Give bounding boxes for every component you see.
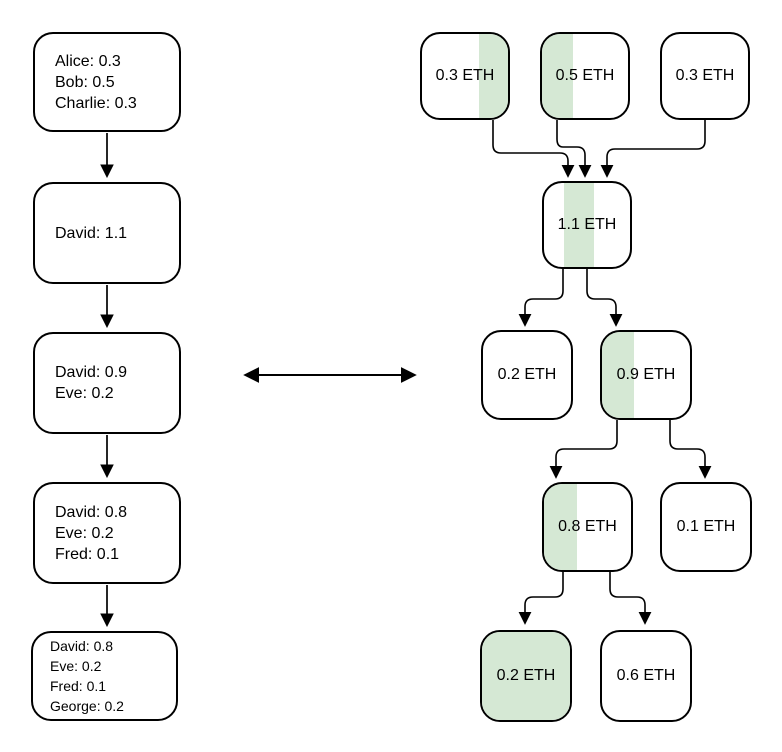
balance-line: David: 0.9	[55, 364, 128, 381]
balance-line: David: 1.1	[55, 224, 128, 242]
balance-line: Fred: 0.1	[55, 545, 120, 563]
balance-line: Eve: 0.2	[55, 524, 114, 542]
highlight-stripe	[544, 484, 577, 570]
utxo-box-input-3: 0.3 ETH	[660, 32, 750, 120]
connector-input2-to-merge	[556, 120, 592, 178]
balance-line: Fred: 0.1	[50, 678, 107, 694]
utxo-label: 0.1 ETH	[676, 518, 736, 535]
connector-0.9-to-0.8	[549, 420, 618, 479]
utxo-box-0.1: 0.1 ETH	[660, 482, 752, 572]
connector-0.8-to-0.6	[609, 572, 652, 625]
utxo-box-merged: 1.1 ETH	[542, 181, 632, 269]
balance-line: David: 0.8	[55, 503, 128, 521]
utxo-box-input-2: 0.5 ETH	[540, 32, 630, 120]
connector-0.8-to-0.2	[518, 572, 564, 625]
highlight-stripe	[542, 34, 573, 118]
highlight-stripe	[479, 34, 508, 118]
utxo-label: 0.9 ETH	[616, 366, 676, 383]
balance-line: Charlie: 0.3	[55, 94, 137, 112]
utxo-box-0.2-final: 0.2 ETH	[480, 630, 572, 722]
balance-line: George: 0.2	[50, 698, 124, 714]
account-state-box-2: David: 1.1	[33, 182, 181, 284]
balance-line: David: 0.8	[50, 638, 114, 654]
utxo-label: 1.1 ETH	[557, 216, 617, 233]
utxo-label: 0.6 ETH	[616, 667, 676, 684]
utxo-label: 0.2 ETH	[497, 366, 557, 383]
balance-line: Alice: 0.3	[55, 52, 121, 70]
utxo-label: 0.3 ETH	[675, 67, 735, 84]
balance-line: Bob: 0.5	[55, 73, 115, 91]
balance-line: Eve: 0.2	[50, 658, 102, 674]
utxo-label: 0.5 ETH	[555, 67, 615, 84]
account-state-box-5: David: 0.8 Eve: 0.2 Fred: 0.1 George: 0.…	[31, 631, 178, 721]
highlight-stripe	[482, 632, 570, 720]
utxo-box-0.8: 0.8 ETH	[542, 482, 633, 572]
connector-0.9-to-0.1	[669, 420, 712, 479]
highlight-stripe	[564, 183, 594, 267]
utxo-box-0.6: 0.6 ETH	[600, 630, 692, 722]
connector-input1-to-merge	[492, 120, 575, 178]
utxo-label: 0.2 ETH	[496, 667, 556, 684]
utxo-label: 0.3 ETH	[435, 67, 495, 84]
highlight-stripe	[602, 332, 634, 418]
balance-line: Eve: 0.2	[55, 385, 114, 402]
connector-merge-to-0.9	[586, 269, 623, 327]
connector-merge-to-0.2	[518, 269, 564, 327]
utxo-label: 0.8 ETH	[558, 518, 617, 535]
utxo-box-0.9: 0.9 ETH	[600, 330, 692, 420]
account-state-box-4: David: 0.8 Eve: 0.2 Fred: 0.1	[33, 482, 181, 584]
account-state-box-3: David: 0.9 Eve: 0.2	[33, 332, 181, 434]
account-state-box-1: Alice: 0.3 Bob: 0.5 Charlie: 0.3	[33, 32, 181, 132]
connector-input3-to-merge	[600, 120, 706, 178]
utxo-box-0.2-change: 0.2 ETH	[481, 330, 573, 420]
utxo-box-input-1: 0.3 ETH	[420, 32, 510, 120]
